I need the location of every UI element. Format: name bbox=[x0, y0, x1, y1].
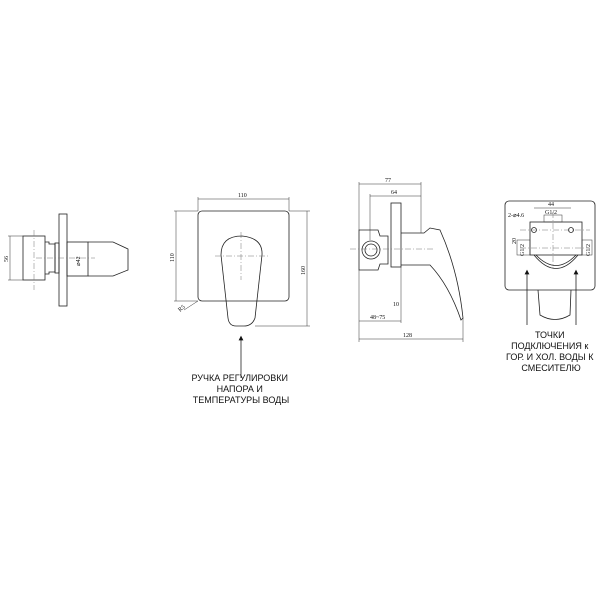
dim-height: 56 bbox=[4, 256, 10, 262]
handle-annotation: РУЧКА РЕГУЛИРОВКИ НАПОРА И ТЕМПЕРАТУРЫ В… bbox=[192, 373, 291, 405]
dim-radius: R5 bbox=[177, 304, 186, 313]
front-view: 110 110 160 R5 РУЧКА РЕГУЛИРОВКИ НАПОРА … bbox=[170, 193, 310, 405]
side-profile-view: 77 64 10 48~75 128 bbox=[350, 178, 464, 342]
dim-port-top: G1/2 bbox=[545, 210, 557, 216]
dim-port-left: G1/2 bbox=[520, 244, 526, 256]
dim-total: 128 bbox=[403, 333, 412, 339]
dim-width: 110 bbox=[238, 193, 247, 199]
dim-total-height: 160 bbox=[301, 266, 307, 275]
dim-height: 110 bbox=[170, 253, 176, 262]
side-body-view: 56 ⌀42 bbox=[4, 213, 129, 307]
dim-screw: 2-⌀4.6 bbox=[508, 213, 524, 219]
dim-depth-inner: 64 bbox=[391, 190, 397, 196]
dim-offset: 20 bbox=[512, 238, 518, 244]
dim-diameter: ⌀42 bbox=[76, 256, 82, 266]
dim-port-right: G1/2 bbox=[586, 244, 592, 256]
dim-range: 48~75 bbox=[370, 315, 385, 321]
connections-annotation: ТОЧКИ ПОДКЛЮЧЕНИЯ к ГОР. И ХОЛ. ВОДЫ К С… bbox=[506, 330, 596, 373]
rear-view: 44 2-⌀4.6 G1/2 20 G1/2 G1/2 ТОЧКИ ПОДКЛЮ… bbox=[504, 200, 596, 373]
dim-spacing: 44 bbox=[548, 202, 554, 208]
dim-depth-top: 77 bbox=[385, 178, 391, 184]
dim-plate: 10 bbox=[393, 302, 399, 308]
